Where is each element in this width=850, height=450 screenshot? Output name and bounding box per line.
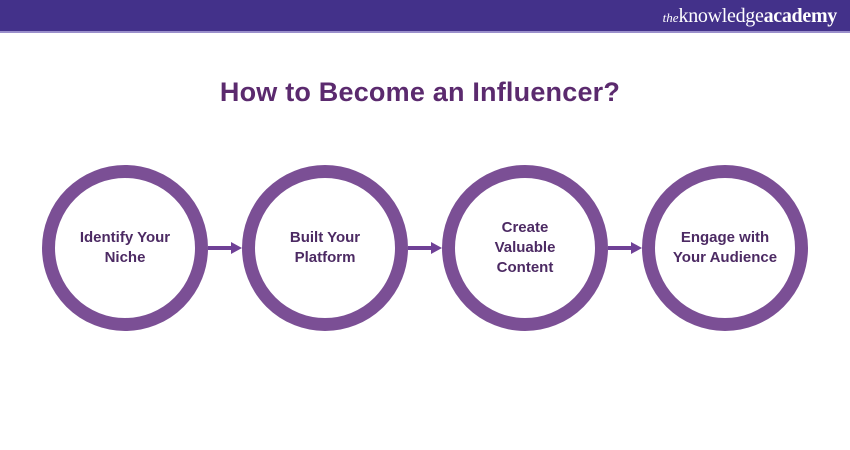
arrow-right-icon <box>631 242 642 254</box>
step-label-line: Create <box>501 219 549 236</box>
process-diagram: Identify Your Niche Built Your Platform … <box>0 165 850 331</box>
step-label-line: Your Audience <box>672 249 778 266</box>
arrow-right-icon <box>231 242 242 254</box>
step-circle-built-platform: Built Your Platform <box>242 165 408 331</box>
step-label-line: Built Your <box>289 229 361 246</box>
step-label-line: Engage with <box>680 229 770 246</box>
arrow-line <box>608 246 632 250</box>
step-label-line: Valuable <box>494 239 556 256</box>
brand-logo-academy: academy <box>763 4 838 27</box>
step-label-line: Content <box>496 259 554 276</box>
arrow-line <box>408 246 432 250</box>
arrow-connector <box>208 242 242 254</box>
arrow-line <box>208 246 232 250</box>
arrow-connector <box>408 242 442 254</box>
brand-logo-prefix: the <box>662 9 679 25</box>
step-circle-engage-audience: Engage with Your Audience <box>642 165 808 331</box>
step-circle-identify-niche: Identify Your Niche <box>42 165 208 331</box>
step-label-line: Niche <box>104 249 146 266</box>
page-title: How to Become an Influencer? <box>219 77 621 107</box>
arrow-right-icon <box>431 242 442 254</box>
step-label-line: Platform <box>294 249 356 266</box>
arrow-connector <box>608 242 642 254</box>
step-label-line: Identify Your <box>79 229 171 246</box>
step-circle-create-content: Create Valuable Content <box>442 165 608 331</box>
brand-logo-knowledge: knowledge <box>678 4 764 27</box>
